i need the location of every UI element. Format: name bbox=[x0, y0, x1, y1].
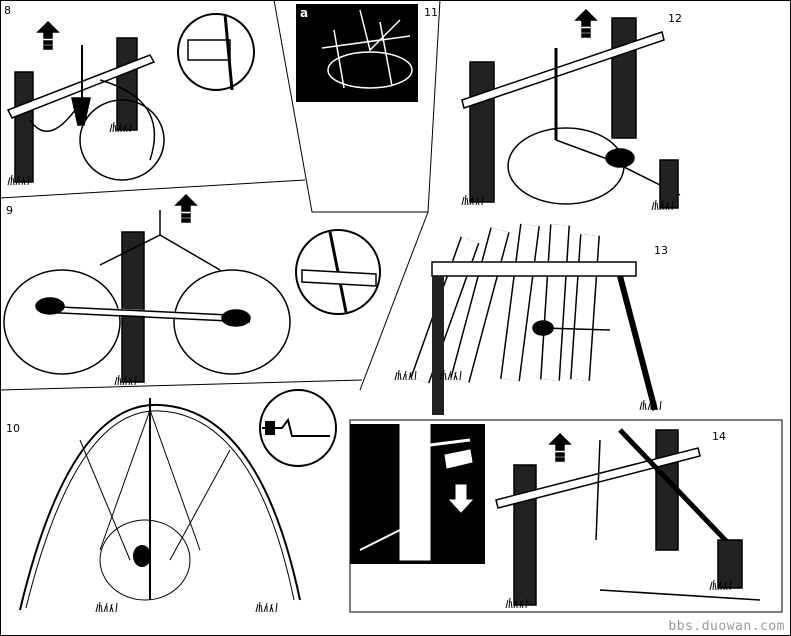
panel-10-drawing bbox=[19, 389, 337, 613]
panel-12-number: 12 bbox=[668, 12, 682, 25]
panel-11-number: 11 bbox=[424, 6, 438, 19]
panel-8-drawing bbox=[6, 13, 255, 186]
panel-14-drawing bbox=[495, 428, 761, 609]
panel-14-inset-drawing bbox=[359, 423, 474, 561]
panel-14-number: 14 bbox=[712, 430, 726, 443]
panel-8-number: 8 bbox=[4, 4, 11, 17]
panel-11-inset-label: a bbox=[300, 6, 309, 20]
panel-13-drawing bbox=[394, 223, 662, 415]
watermark: bbs.duowan.com bbox=[668, 619, 785, 634]
panel-12-drawing bbox=[461, 9, 681, 211]
panel-11-drawing bbox=[321, 9, 413, 89]
panel-9-drawing bbox=[3, 194, 381, 386]
panel-13-number: 13 bbox=[654, 244, 668, 257]
panel-10-number: 10 bbox=[6, 422, 20, 435]
panel-9-number: 9 bbox=[6, 204, 13, 217]
